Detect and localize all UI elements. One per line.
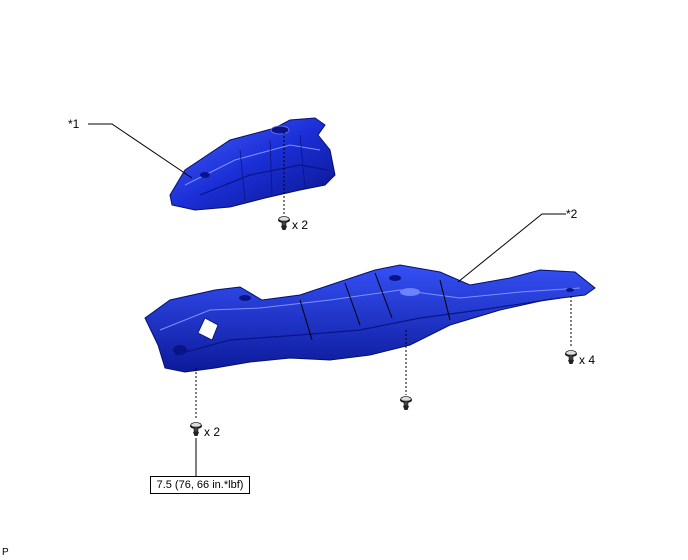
clip-icon [564, 350, 578, 365]
part-2-cover [144, 264, 596, 373]
part-1-cover [169, 117, 336, 211]
clip-icon [277, 216, 291, 231]
corner-mark: P [2, 547, 9, 558]
quantity-label-3: x 2 [204, 425, 220, 439]
callout-1-leader [88, 123, 193, 179]
callout-1-label: *1 [68, 117, 80, 131]
callout-2-leader [457, 213, 566, 283]
bolt-icon [399, 396, 413, 411]
quantity-label-2: x 4 [579, 353, 595, 367]
torque-spec-box: 7.5 (76, 66 in.*lbf) [150, 476, 250, 494]
quantity-label-1: x 2 [292, 218, 308, 232]
callout-2-label: *2 [566, 207, 578, 221]
clip-icon [189, 422, 203, 437]
